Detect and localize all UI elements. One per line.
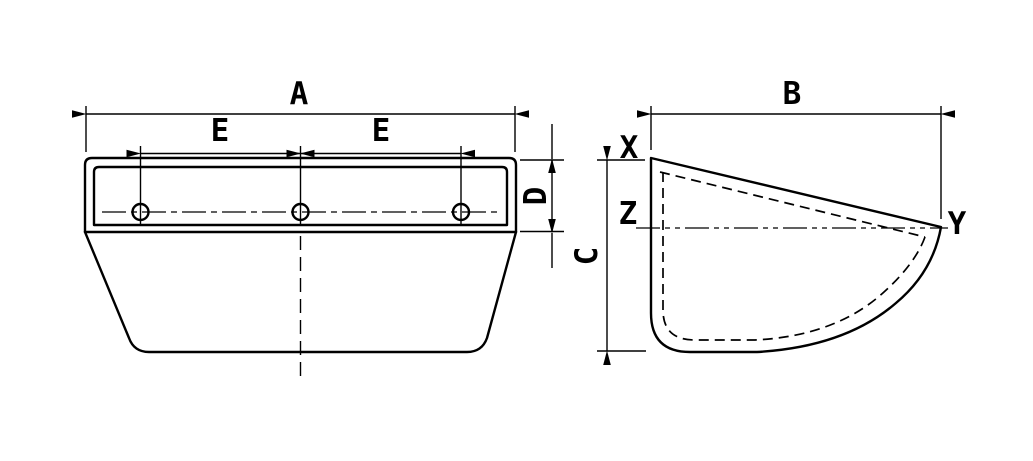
point-y-label: Y [948, 206, 967, 242]
dimension-b: B [637, 76, 955, 219]
dimension-a-label: A [290, 76, 309, 112]
dimension-c-label: C [569, 247, 605, 266]
dimension-c: C [569, 146, 646, 365]
point-x-label: X [620, 130, 639, 166]
mounting-hole-left [131, 200, 150, 224]
dimension-b-label: B [783, 76, 802, 112]
dimension-a: A [72, 76, 529, 152]
front-view: A E E D [72, 76, 564, 383]
dimension-e-left-label: E [211, 113, 230, 149]
side-view: B C X Y Z [569, 76, 967, 365]
bucket-body-outline [83, 230, 518, 354]
dimension-e: E E [126, 113, 475, 200]
dimension-d: D [518, 124, 564, 268]
dimension-e-right-label: E [372, 113, 391, 149]
mounting-hole-right [451, 200, 471, 224]
rim-inner-edge [92, 165, 509, 227]
inner-lip-hidden-edge [659, 171, 926, 238]
point-z-label: Z [619, 196, 638, 232]
dimension-d-label: D [518, 187, 554, 206]
inner-wall-hidden-edge [662, 172, 926, 341]
side-profile-outline [649, 156, 943, 354]
mounting-hole-center [291, 200, 310, 224]
